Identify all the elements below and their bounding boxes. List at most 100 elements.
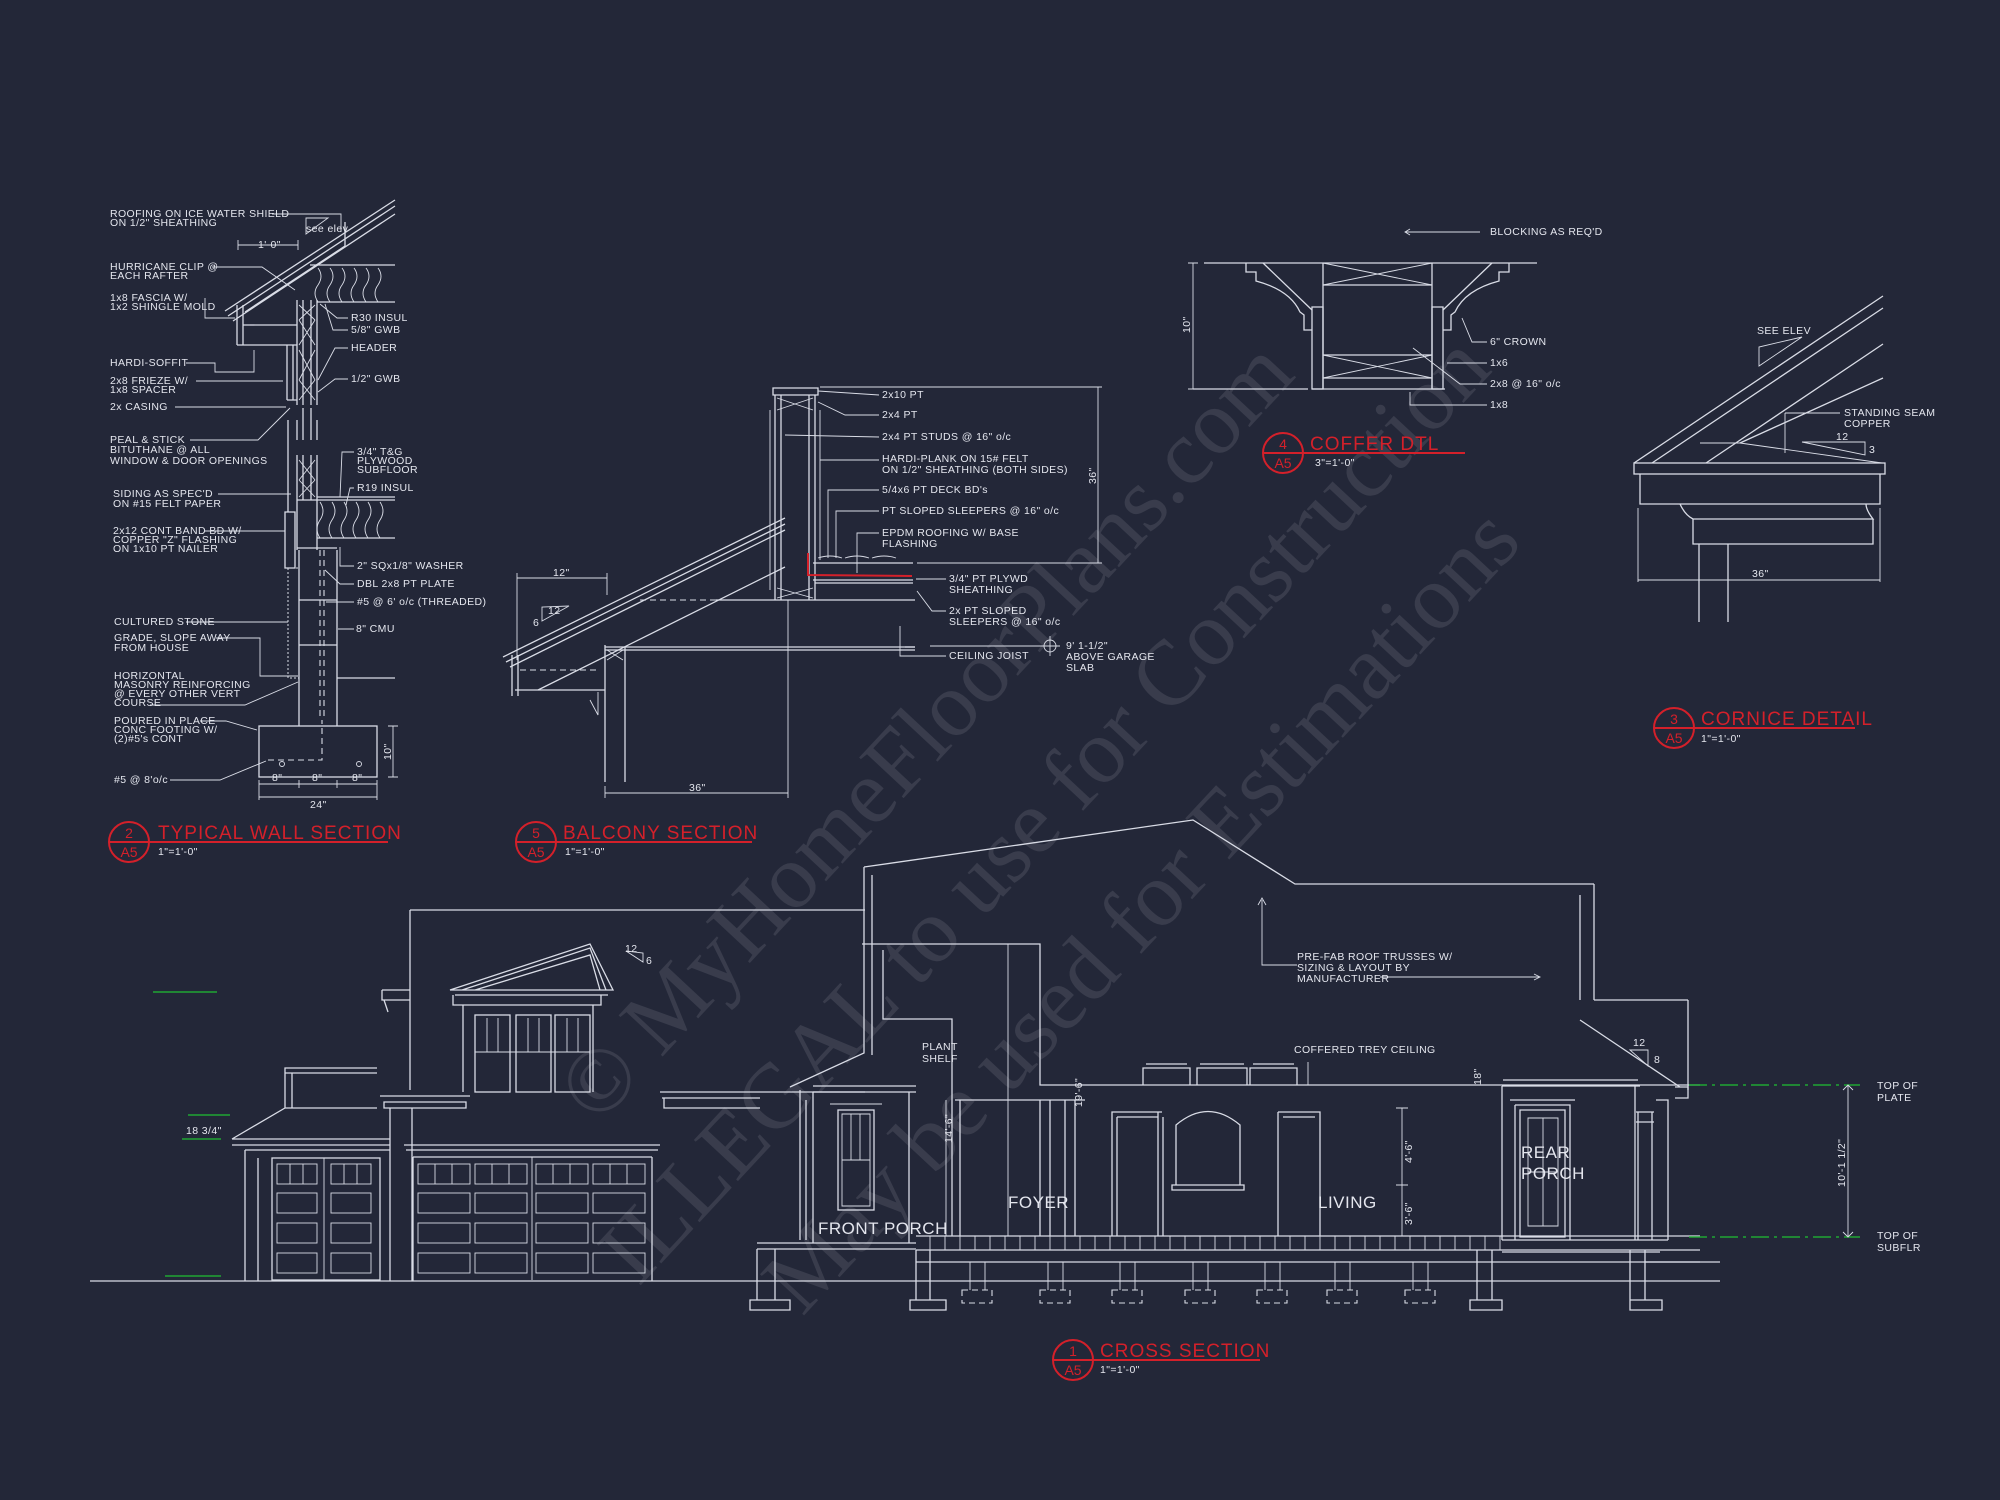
callout-text: PRE-FAB ROOF TRUSSES W/: [1297, 951, 1452, 963]
callout-text: CEILING JOIST: [949, 650, 1029, 662]
room-label-rear-porch: PORCH: [1521, 1164, 1585, 1183]
callout-text: ROOFING ON ICE WATER SHIELD: [110, 208, 289, 220]
callout-text: 1x2 SHINGLE MOLD: [110, 301, 216, 313]
callout-text: 2x12 CONT BAND BD W/: [113, 525, 242, 537]
callout-text: 1x8 SPACER: [110, 384, 176, 396]
callout-text: PLANT: [922, 1041, 958, 1053]
callout-text: HARDI-SOFFIT: [110, 357, 188, 369]
coffer-detail-callouts: BLOCKING AS REQ'D 6" CROWN 1x6 2x8 @ 16"…: [1181, 226, 1602, 411]
callout-text: FLASHING: [882, 538, 938, 550]
dimension-text: see elev: [306, 223, 349, 235]
callout-text: WINDOW & DOOR OPENINGS: [110, 455, 268, 467]
callout-text: 1x8: [1490, 399, 1508, 411]
callout-text: ON #15 FELT PAPER: [113, 498, 221, 510]
pitch-text: 8: [1654, 1054, 1660, 1066]
cross-section: FRONT PORCH FOYER LIVING REAR PORCH PLAN…: [90, 819, 1920, 1381]
pitch-text: 6: [646, 955, 652, 967]
detail-number: 4: [1279, 436, 1287, 452]
callout-text: 2x8 FRIEZE W/: [110, 375, 188, 387]
wall-section-linework: [150, 199, 398, 800]
sheet-number: A5: [1274, 455, 1291, 471]
detail-title: CORNICE DETAIL: [1701, 709, 1873, 730]
callout-text: COPPER: [1844, 418, 1891, 430]
dimension-text: 14'-6": [943, 1114, 955, 1143]
coffer-detail-linework: [1188, 228, 1537, 406]
dimension-text: 24": [310, 799, 327, 811]
dimension-text: 8": [352, 772, 362, 784]
callout-text: DBL 2x8 PT PLATE: [357, 578, 455, 590]
callout-text: 8" CMU: [356, 623, 395, 635]
detail-title: COFFER DTL: [1310, 434, 1439, 455]
detail-scale: 3"=1'-0": [1315, 457, 1355, 469]
balcony-section-linework: [502, 386, 1102, 798]
callout-text: 2x4 PT STUDS @ 16" o/c: [882, 431, 1011, 443]
dimension-text: 18": [1472, 1068, 1484, 1085]
room-label-living: LIVING: [1318, 1193, 1377, 1212]
dimension-text: 4'-6": [1403, 1140, 1415, 1163]
dimension-text: 18 3/4": [186, 1125, 222, 1137]
cornice-detail-callouts: SEE ELEV STANDING SEAM COPPER 12 3 36": [1752, 325, 1935, 580]
detail-title: CROSS SECTION: [1100, 1341, 1270, 1362]
dimension-text: 3: [1869, 444, 1875, 456]
dimension-text: 36": [1087, 467, 1099, 484]
callout-text: COPPER "Z" FLASHING: [113, 534, 237, 546]
callout-text: ON 1/2" SHEATHING: [110, 217, 217, 229]
callout-text: EACH RAFTER: [110, 270, 189, 282]
callout-text: 1/2" GWB: [351, 373, 401, 385]
detail-scale: 1"=1'-0": [1100, 1364, 1140, 1376]
callout-text: COURSE: [114, 697, 161, 709]
dimension-text: 10'-1 1/2": [1836, 1139, 1848, 1187]
wall-section-title-block: 2 A5 TYPICAL WALL SECTION 1"=1'-0": [108, 821, 402, 863]
callout-text: HEADER: [351, 342, 397, 354]
callout-text: FROM HOUSE: [114, 642, 189, 654]
callout-text: STANDING SEAM: [1844, 407, 1935, 419]
callout-text: PEAL & STICK: [110, 434, 185, 446]
callout-text: MANUFACTURER: [1297, 973, 1389, 985]
dimension-text: 8": [312, 772, 322, 784]
cross-section-title-block: 1 A5 CROSS SECTION 1"=1'-0": [1052, 1339, 1270, 1381]
balcony-section-callouts: 2x10 PT 2x4 PT 2x4 PT STUDS @ 16" o/c HA…: [533, 389, 1154, 794]
dimension-text: 12": [553, 567, 570, 579]
callout-text: PLYWOOD: [357, 455, 413, 467]
callout-text: 3/4" T&G: [357, 446, 403, 458]
callout-text: 2x4 PT: [882, 409, 918, 421]
callout-text: 2x8 @ 16" o/c: [1490, 378, 1561, 390]
callout-text: #5 @ 6' o/c (THREADED): [357, 596, 486, 608]
room-label-rear-porch: REAR: [1521, 1143, 1570, 1162]
level-label: PLATE: [1877, 1092, 1911, 1104]
level-label: TOP OF: [1877, 1080, 1918, 1092]
callout-text: (2)#5's CONT: [114, 733, 183, 745]
callout-text: R30 INSUL: [351, 312, 408, 324]
callout-text: COFFERED TREY CEILING: [1294, 1044, 1436, 1056]
detail-scale: 1"=1'-0": [565, 846, 605, 858]
cornice-detail-title-block: 3 A5 CORNICE DETAIL 1"=1'-0": [1653, 707, 1873, 749]
sheet-number: A5: [527, 844, 544, 860]
callout-text: SHELF: [922, 1053, 958, 1065]
callout-text: 2" SQx1/8" WASHER: [357, 560, 464, 572]
sheet-number: A5: [120, 844, 137, 860]
callout-text: CULTURED STONE: [114, 616, 215, 628]
cross-section-linework: [90, 819, 1860, 1311]
callout-text: 1x6: [1490, 357, 1508, 369]
callout-text: 2x CASING: [110, 401, 168, 413]
callout-text: SIDING AS SPEC'D: [113, 488, 213, 500]
coffer-detail: BLOCKING AS REQ'D 6" CROWN 1x6 2x8 @ 16"…: [1181, 226, 1602, 474]
callout-text: R19 INSUL: [357, 482, 414, 494]
detail-scale: 1"=1'-0": [1701, 733, 1741, 745]
callout-text: HORIZONTAL: [114, 670, 185, 682]
coffer-detail-title-block: 4 A5 COFFER DTL 3"=1'-0": [1262, 432, 1465, 474]
callout-text: BITUTHANE @ ALL: [110, 444, 210, 456]
pitch-text: 12: [1633, 1037, 1645, 1049]
dimension-text: 36": [1752, 568, 1769, 580]
dimension-text: 8": [272, 772, 282, 784]
callout-text: SLEEPERS @ 16" o/c: [949, 616, 1060, 628]
callout-text: SHEATHING: [949, 584, 1013, 596]
detail-title: TYPICAL WALL SECTION: [158, 823, 402, 844]
callout-text: #5 @ 8'o/c: [114, 774, 168, 786]
detail-scale: 1"=1'-0": [158, 846, 198, 858]
callout-text: 2x10 PT: [882, 389, 924, 401]
wall-section-callouts: ROOFING ON ICE WATER SHIELD ON 1/2" SHEA…: [110, 208, 486, 811]
level-label: TOP OF: [1877, 1230, 1918, 1242]
pitch-text: 12: [625, 943, 637, 955]
